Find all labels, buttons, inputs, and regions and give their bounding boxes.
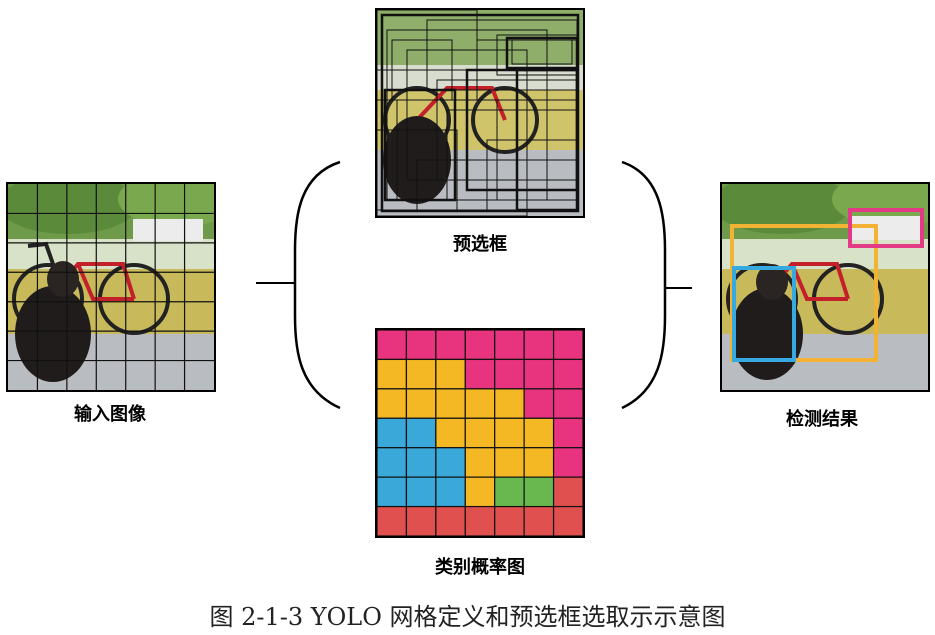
proposals-panel [375,8,585,218]
class-cell-yellow [435,358,466,390]
right-brace [621,160,667,410]
proposals-photo [377,10,583,216]
class-cell-yellow [494,447,525,478]
class-map [377,330,583,536]
class-cell-yellow [435,417,466,449]
class-cell-blue [377,447,408,478]
class-cell-pink [464,358,496,390]
class-cell-green [494,476,525,508]
class-cell-pink [405,330,437,361]
class-cell-yellow [523,417,555,449]
class-cell-pink [552,330,583,361]
class-cell-yellow [377,388,408,419]
class-cell-red [464,505,496,536]
class-cell-yellow [464,417,496,449]
class-cell-pink [464,330,496,361]
class-cell-yellow [464,476,496,508]
class-map-panel [375,328,585,538]
dog-box [732,266,796,362]
proposals-label: 预选框 [453,234,507,255]
class-cell-blue [405,447,437,478]
class-cell-yellow [494,417,525,449]
class-cell-green [523,476,555,508]
class-cell-yellow [405,388,437,419]
input-photo [8,184,214,390]
class-cell-red [435,505,466,536]
class-map-label: 类别概率图 [435,557,525,578]
class-cell-pink [377,330,408,361]
class-cell-red [552,476,583,508]
class-cell-pink [435,330,466,361]
class-cell-yellow [435,388,466,419]
result-panel [720,182,930,392]
class-cell-red [405,505,437,536]
result-photo [722,184,928,390]
class-cell-blue [435,476,466,508]
class-cell-yellow [464,388,496,419]
class-cell-blue [405,417,437,449]
class-cell-red [494,505,525,536]
result-label: 检测结果 [786,409,858,430]
input-image-panel [6,182,216,392]
class-cell-blue [377,417,408,449]
class-cell-pink [523,388,555,419]
class-cell-yellow [405,358,437,390]
class-cell-yellow [464,447,496,478]
class-cell-red [377,505,408,536]
class-cell-yellow [377,358,408,390]
class-cell-red [552,505,583,536]
class-cell-pink [494,358,525,390]
class-cell-blue [435,447,466,478]
class-cell-pink [552,358,583,390]
class-cell-red [523,505,555,536]
class-cell-pink [552,417,583,449]
class-cell-blue [377,476,408,508]
class-cell-pink [552,388,583,419]
class-cell-yellow [494,388,525,419]
class-cell-pink [523,330,555,361]
input-image-label: 输入图像 [74,404,146,425]
class-cell-pink [552,447,583,478]
class-cell-pink [523,358,555,390]
figure-caption: 图 2-1-3 YOLO 网格定义和预选框选取示示意图 [209,603,726,631]
class-cell-blue [405,476,437,508]
left-brace [293,160,341,410]
car-box [848,208,924,248]
class-cell-pink [494,330,525,361]
class-cell-yellow [523,447,555,478]
